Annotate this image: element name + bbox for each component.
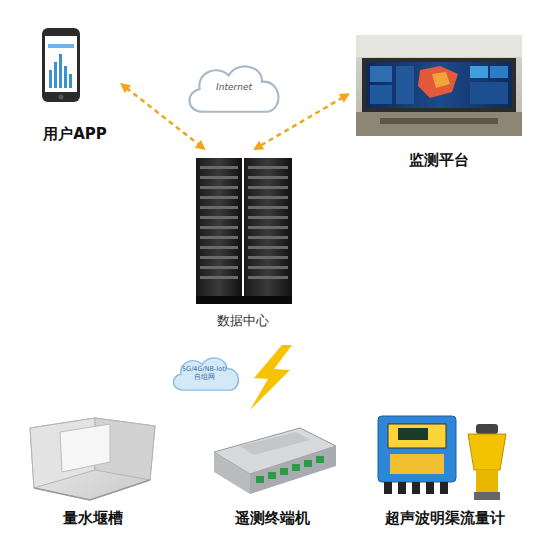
dashed-arrow (120, 83, 206, 150)
connector-line (260, 97, 343, 146)
telemetry-terminal-photo (214, 428, 336, 494)
network-cloud: 5G/4G/NB-Iot/ 自组网 (168, 352, 244, 396)
node-label: 遥测终端机 (180, 509, 365, 528)
cloud-outline (189, 66, 278, 111)
cloud-label: Internet (197, 82, 272, 92)
internet-cloud: Internet (182, 58, 286, 120)
arrow-head (339, 93, 350, 102)
dashed-arrow (253, 93, 350, 150)
arrow-head (253, 141, 264, 150)
arrow-head (120, 83, 131, 93)
phone-icon (42, 28, 80, 102)
node-label: 量水堰槽 (0, 509, 185, 528)
node-label: 超声波明渠流量计 (345, 509, 545, 528)
weir-trough-photo (30, 418, 155, 500)
server-rack-icon (196, 158, 292, 304)
node-label: 数据中心 (170, 312, 315, 330)
node-label: 监测平台 (330, 151, 548, 170)
flowmeter-node: 超声波明渠流量计 (365, 405, 525, 528)
terminal-node: 遥测终端机 (200, 410, 345, 528)
ultrasonic-flowmeter-photo (378, 416, 506, 500)
monitor-wall-photo (356, 35, 522, 136)
weir-node: 量水堰槽 (20, 410, 165, 528)
connector-line (126, 88, 199, 145)
cloud-label: 5G/4G/NB-Iot/ 自组网 (180, 365, 229, 381)
data-center-node: 数据中心 (190, 150, 295, 330)
node-label: 用户APP (10, 125, 140, 144)
platform-node: 监测平台 (350, 28, 528, 170)
app-node: 用户APP (30, 22, 120, 144)
cloud-outline (173, 358, 238, 390)
arrow-head (195, 140, 206, 150)
lightning-bolt (250, 345, 292, 410)
